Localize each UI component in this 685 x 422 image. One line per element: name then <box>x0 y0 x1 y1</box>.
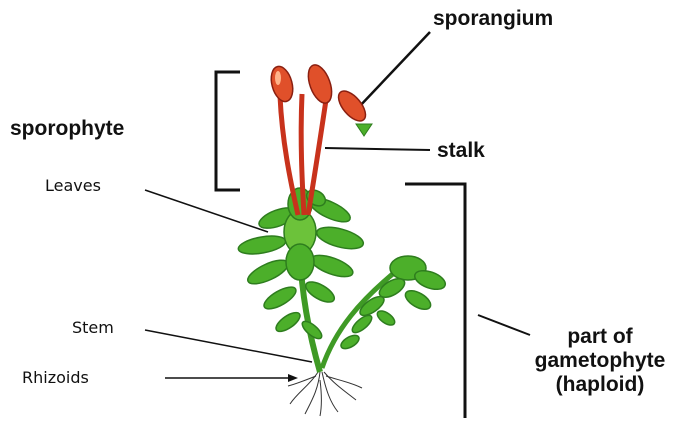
leaves-label: Leaves <box>45 178 101 194</box>
rhizoids-roots <box>288 372 362 416</box>
gametophyte-pointer <box>478 315 530 335</box>
gametophyte-label-line1: part of <box>525 325 675 349</box>
rhizoids-label: Rhizoids <box>22 370 89 386</box>
stem-label: Stem <box>72 320 114 336</box>
stalk-label: stalk <box>437 140 485 161</box>
capsule-highlight <box>275 71 281 85</box>
stem-pointer <box>145 330 312 362</box>
sporangium-label: sporangium <box>433 8 553 29</box>
branch-leaves <box>339 256 448 351</box>
stalk-pointer <box>325 148 430 150</box>
sporophyte-label: sporophyte <box>10 118 124 139</box>
leaves-pointer <box>145 190 268 232</box>
capsule-cap <box>356 124 372 136</box>
gametophyte-label-line3: (haploid) <box>525 373 675 397</box>
gametophyte-label: part of gametophyte (haploid) <box>525 325 675 397</box>
gametophyte-label-line2: gametophyte <box>525 349 675 373</box>
sporangium-pointer <box>358 32 430 108</box>
sporophyte-bracket <box>216 72 240 190</box>
rhizoids-arrowhead <box>288 374 298 382</box>
